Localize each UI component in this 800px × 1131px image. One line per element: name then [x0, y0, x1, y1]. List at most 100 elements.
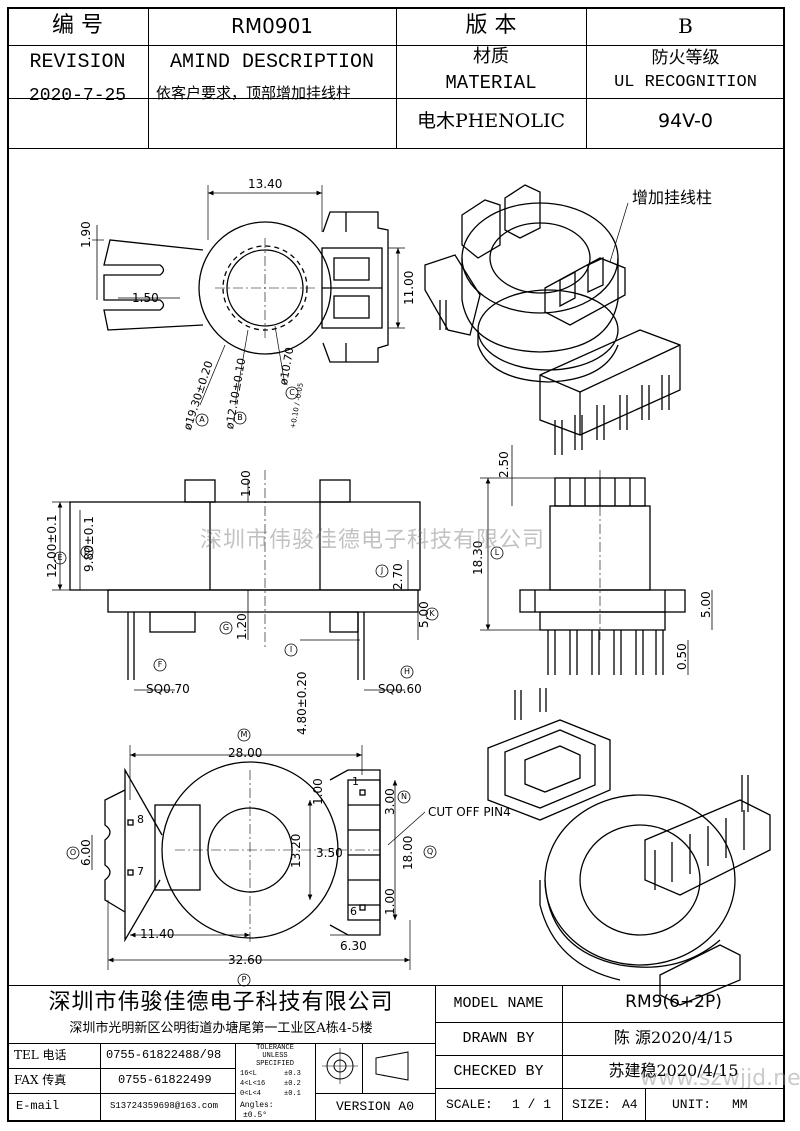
tel-label: TEL 电话 [14, 1048, 67, 1062]
revision-description: 依客户要求，顶部增加挂线柱 [156, 84, 352, 102]
tol-value-1: ±0.3 [284, 1070, 301, 1078]
balloon-h: H [403, 667, 410, 676]
dim-11-40: 11.40 [140, 927, 175, 941]
balloon-k: K [429, 609, 435, 618]
new-post-annotation: 增加挂线柱 [632, 188, 713, 207]
material-cn: 材质 [473, 46, 509, 67]
tol-value-3: ±0.1 [284, 1090, 301, 1098]
dim-3-00: 3.00 [383, 788, 397, 815]
unit-value: MM [732, 1097, 748, 1112]
material-en: MATERIAL [445, 72, 537, 94]
no-label: 编 号 [52, 13, 103, 38]
checked-value: 苏建稳2020/4/15 [608, 1061, 739, 1080]
top-view [92, 185, 405, 406]
scale-value: 1 / 1 [512, 1097, 552, 1112]
dim-1-20: 1.20 [235, 613, 249, 640]
dim-1-00-b: 1.00 [311, 778, 325, 805]
drawn-label: DRAWN BY [462, 1030, 535, 1047]
tol-value-2: ±0.2 [284, 1080, 301, 1088]
watermark-url: www.szwjjd.net [640, 1066, 800, 1091]
dim-4-80: 4.80±0.20 [295, 671, 309, 736]
dim-1-50: 1.50 [132, 291, 159, 305]
balloon-d: D [83, 547, 91, 556]
drawn-value: 陈 源2020/4/15 [613, 1028, 734, 1047]
balloon-q: Q [426, 847, 434, 856]
dim-1-00-c: 1.00 [383, 888, 397, 915]
pin-7: 7 [137, 865, 144, 878]
cut-off-note: CUT OFF PIN4 [428, 805, 511, 819]
size-label: SIZE: [572, 1097, 612, 1112]
balloon-p: P [241, 975, 247, 984]
dim-2-50: 2.50 [497, 451, 511, 478]
dim-6-00: 6.00 [79, 839, 93, 866]
tel-value: 0755-61822488/98 [106, 1048, 222, 1062]
balloon-b: B [237, 413, 243, 422]
balloon-g: G [222, 623, 230, 632]
company-name: 深圳市伟骏佳德电子科技有限公司 [48, 990, 394, 1015]
side-view [480, 445, 713, 675]
dim-11-00: 11.00 [402, 270, 416, 305]
company-address: 深圳市光明新区公明街道办塘尾第一工业区A栋4-5楼 [69, 1021, 373, 1036]
tol-range-2: 4<L<16 [240, 1080, 266, 1088]
dim-13-40: 13.40 [248, 177, 283, 191]
version-a0: VERSION A0 [335, 1099, 414, 1114]
pin-8: 8 [137, 813, 144, 826]
tolerance-title: TOLERANCE [256, 1044, 294, 1052]
tolerance-unless: UNLESS [262, 1052, 288, 1060]
model-value: RM9(6+2P) [625, 992, 722, 1012]
revision-label: REVISION [29, 51, 126, 74]
dim-2-70: 2.70 [391, 563, 405, 590]
pin-1: 1 [352, 775, 359, 788]
balloon-c: C [289, 388, 295, 397]
amend-label: AMIND DESCRIPTION [169, 51, 375, 74]
tolerance-specified: SPECIFIED [256, 1060, 294, 1068]
dim-6-30: 6.30 [340, 939, 367, 953]
fire-en: UL RECOGNITION [614, 73, 757, 92]
scale-label: SCALE: [446, 1097, 493, 1112]
dim-18-00: 18.00 [401, 835, 415, 870]
dim-3-50: 3.50 [316, 846, 343, 860]
balloon-i: I [289, 645, 293, 654]
pin-6: 6 [350, 905, 357, 918]
tol-range-3: 0<L<4 [240, 1090, 262, 1098]
balloon-m: M [240, 730, 248, 739]
balloon-j: J [380, 566, 384, 575]
balloon-f: F [157, 660, 163, 669]
dim-e: 12.00±0.1 [45, 514, 59, 579]
balloon-a: A [199, 415, 205, 424]
fire-cn: 防火等级 [651, 48, 720, 68]
dim-sq070: SQ0.70 [146, 682, 190, 696]
bottom-view [91, 745, 426, 970]
dim-5-00-side: 5.00 [699, 591, 713, 618]
dim-0-50: 0.50 [675, 643, 689, 670]
model-label: MODEL NAME [453, 995, 544, 1012]
dim-1-90: 1.90 [79, 221, 93, 248]
balloon-e: E [57, 553, 63, 562]
version-value: B [678, 14, 693, 38]
material-value: 电木PHENOLIC [416, 110, 566, 132]
no-value: RM0901 [230, 14, 314, 38]
fax-value: 0755-61822499 [118, 1073, 212, 1087]
fax-label: FAX 传真 [14, 1073, 67, 1087]
balloon-o: O [69, 848, 77, 857]
isometric-view-top [424, 184, 681, 455]
balloon-l: L [494, 548, 500, 557]
unit-label: UNIT: [672, 1097, 712, 1112]
ul-value: 94V-0 [657, 110, 713, 132]
dim-1-00: 1.00 [239, 470, 253, 497]
balloon-n: N [401, 792, 407, 801]
dim-28-00: 28.00 [228, 746, 263, 760]
dim-13-20: 13.20 [289, 833, 303, 868]
tol-range-1: 16<L [240, 1070, 257, 1078]
isometric-view-bottom [487, 688, 771, 1006]
revision-date: 2020-7-25 [28, 86, 127, 106]
version-label: 版 本 [465, 13, 517, 38]
email-value: S13724359698@163.com [110, 1101, 219, 1111]
email-label: E-mail [16, 1099, 60, 1113]
angles-label: Angles: [240, 1101, 274, 1110]
size-value: A4 [622, 1097, 638, 1112]
callout-balloons [53, 386, 504, 987]
projection-symbols [322, 1048, 409, 1084]
front-view [52, 470, 421, 691]
